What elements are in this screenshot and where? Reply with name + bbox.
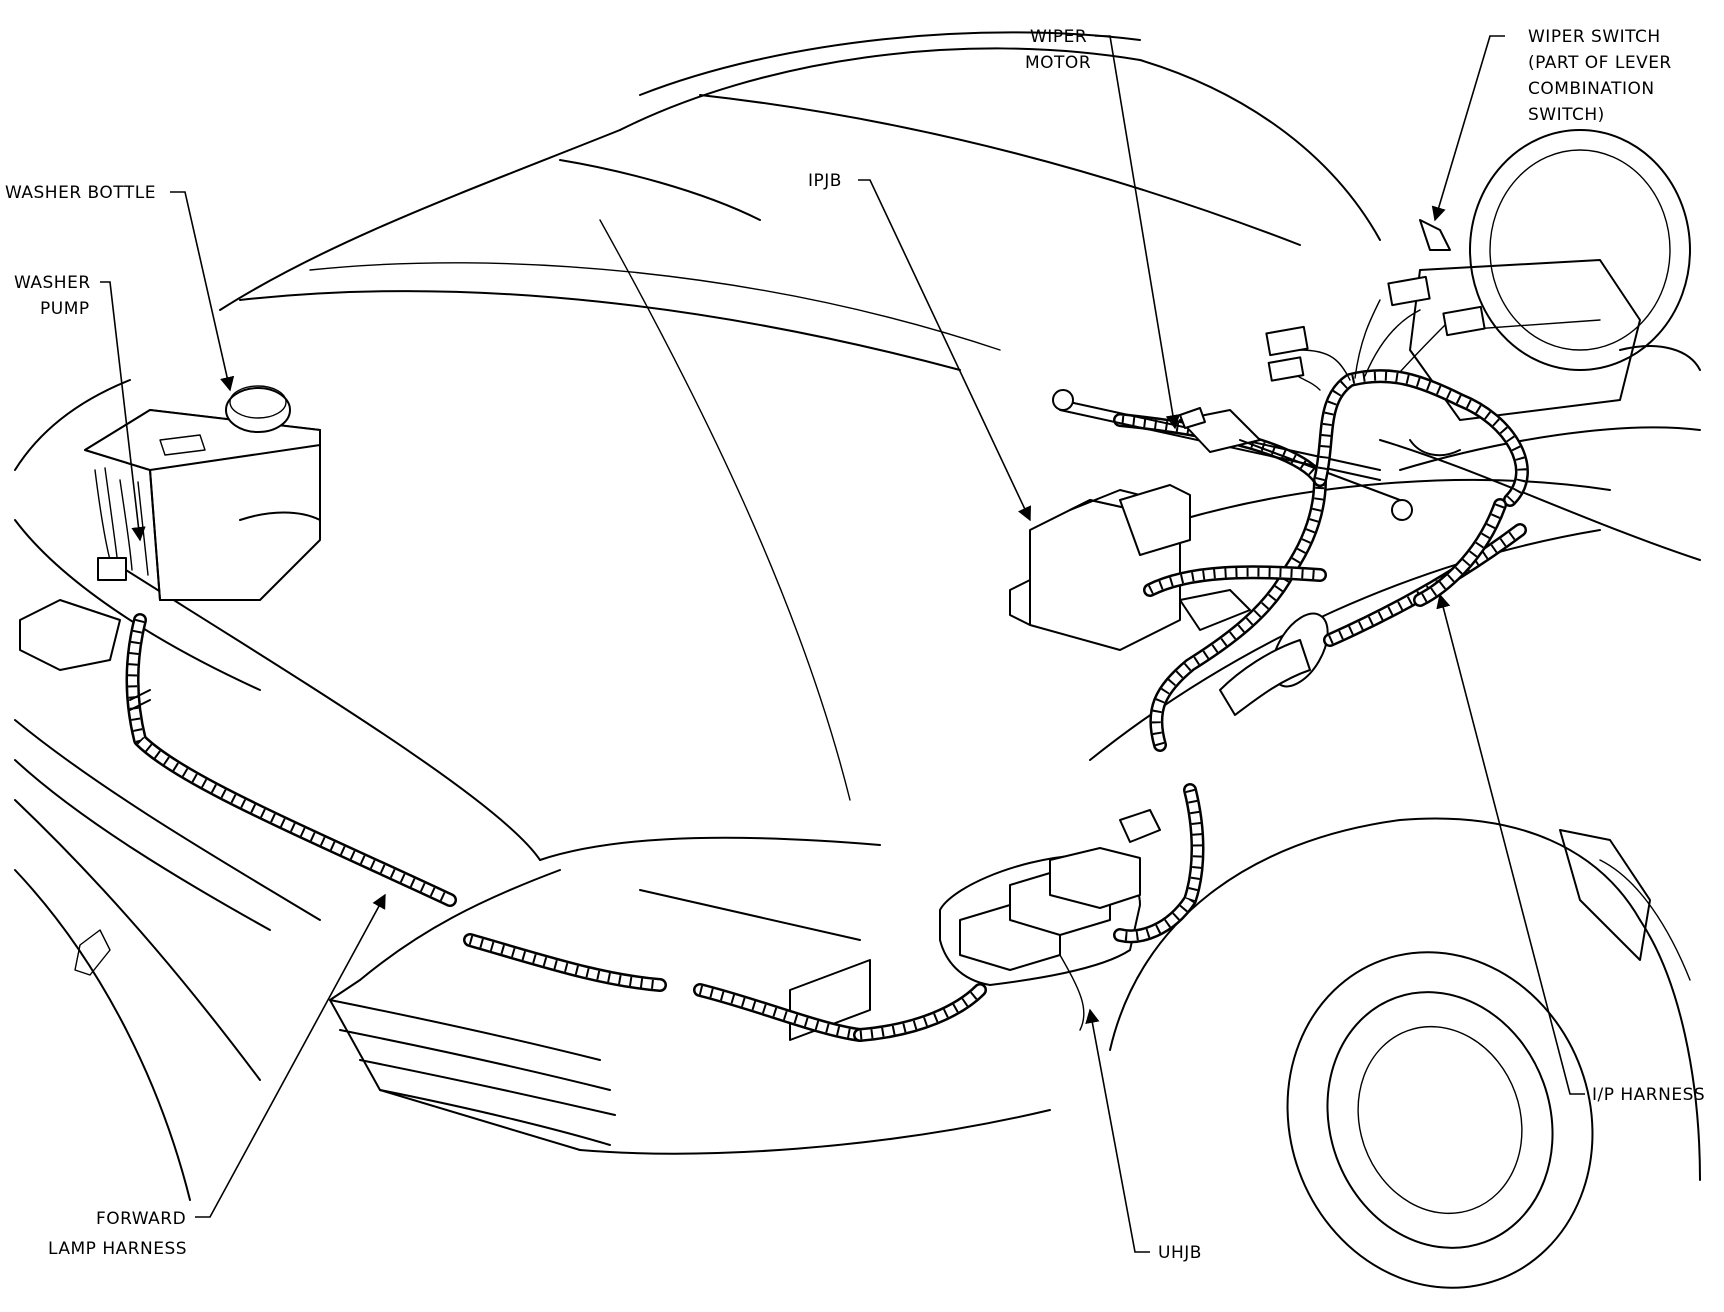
label-washer-pump-line2: PUMP [40, 299, 90, 319]
label-wiper-switch-line4: SWITCH) [1528, 105, 1605, 125]
label-uhjb: UHJB [1158, 1243, 1202, 1263]
forward-lamp-harness [125, 613, 867, 1042]
label-ipjb: IPJB [808, 171, 842, 191]
label-wiper-motor-line1: WIPER [1030, 27, 1087, 47]
callout-labels: WASHER BOTTLE WASHER PUMP IPJB WIPER MOT… [5, 27, 1705, 1263]
label-forward-lamp-line2: LAMP HARNESS [48, 1239, 187, 1259]
label-ip-harness: I/P HARNESS [1592, 1085, 1705, 1105]
car-body [14, 31, 1701, 1289]
wiper-switch-harness [1265, 275, 1529, 607]
label-wiper-motor-line2: MOTOR [1025, 53, 1091, 73]
label-forward-lamp-line1: FORWARD [96, 1209, 186, 1229]
label-washer-bottle: WASHER BOTTLE [5, 183, 156, 203]
label-wiper-switch-line3: COMBINATION [1528, 79, 1655, 99]
label-washer-pump-line1: WASHER [14, 273, 91, 293]
label-wiper-switch-line2: (PART OF LEVER [1528, 53, 1672, 73]
uhjb-box [853, 783, 1205, 1042]
leader-lines [100, 35, 1585, 1253]
ipjb-box [1009, 484, 1327, 651]
washer-bottle [84, 385, 321, 601]
label-wiper-switch-line1: WIPER SWITCH [1528, 27, 1661, 47]
